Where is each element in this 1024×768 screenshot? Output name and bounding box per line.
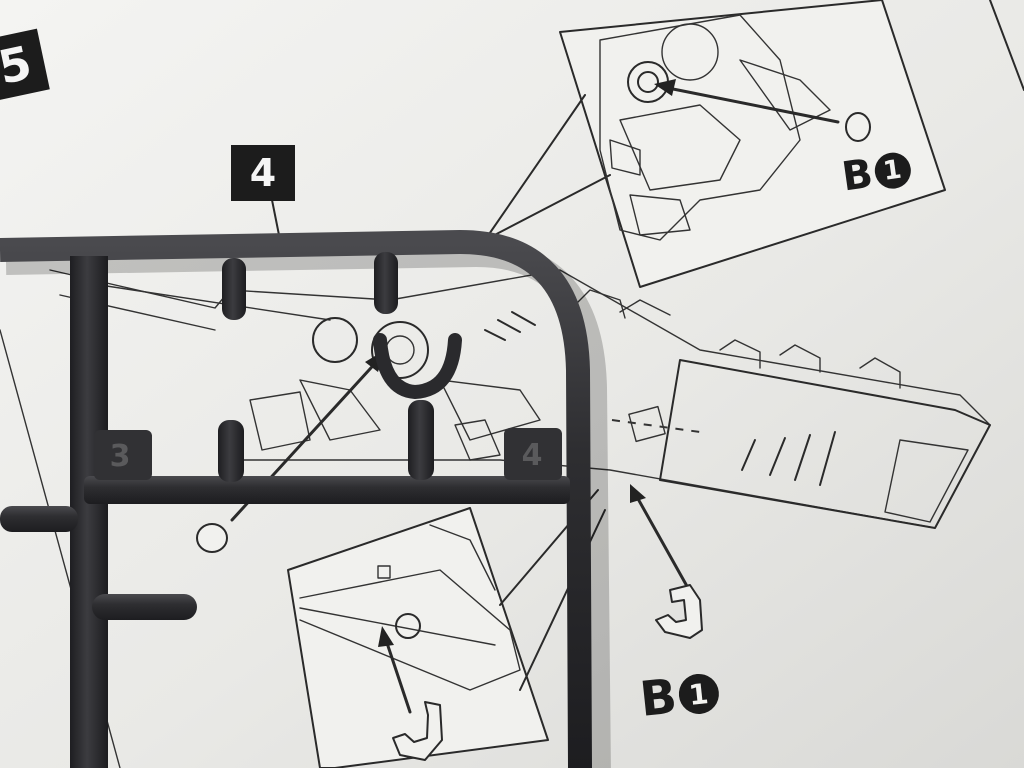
runner-top-bar	[0, 230, 592, 768]
step-badge-4-label: 4	[249, 151, 277, 195]
runner-tag-block-4	[504, 428, 562, 480]
runner-middle-bar	[84, 476, 570, 504]
runner-tag-3-label: 3	[109, 438, 131, 474]
callout-lower	[287, 489, 606, 768]
runner-tag-4-label: 4	[521, 437, 543, 473]
step-badge-4: 4	[231, 145, 295, 201]
runner-stub-lower	[92, 594, 197, 620]
runner-gate	[408, 400, 434, 480]
page-border-line	[989, 0, 1024, 91]
runner-tag-3: 3	[100, 434, 140, 478]
runner-gate	[374, 252, 398, 314]
runner-gate	[218, 420, 244, 482]
runner-gate	[222, 258, 246, 320]
runner-stub-left	[0, 506, 78, 532]
runner-tag-4: 4	[512, 432, 552, 478]
callout-upper	[484, 0, 946, 288]
runner-u-part	[373, 333, 462, 400]
runner-tag-block-3	[94, 430, 152, 480]
